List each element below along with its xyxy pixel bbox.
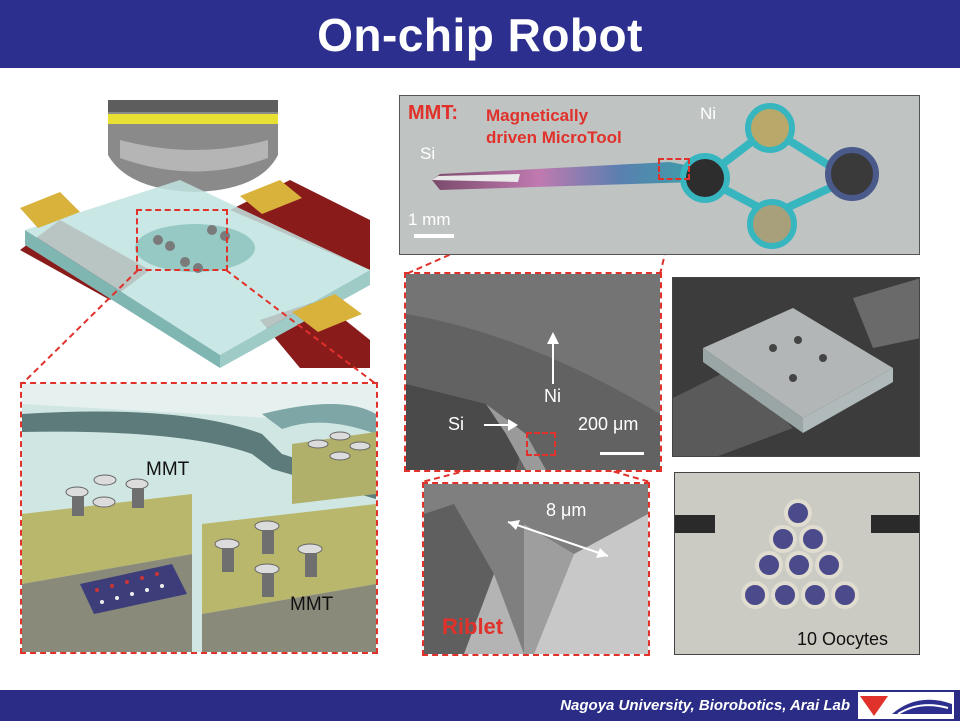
sem-scale-label: 200 μm xyxy=(578,414,639,434)
chip-zoom-illustration: MMT MMT xyxy=(22,384,376,652)
chip-device-photo xyxy=(672,277,920,457)
oocyte-caption: 10 Oocytes xyxy=(797,629,889,649)
riblet-image: 8 μm Riblet xyxy=(424,484,648,654)
sem-image: Ni Si 200 μm xyxy=(406,274,660,470)
riblet-label: Riblet xyxy=(442,614,504,639)
lab-logo xyxy=(858,692,954,719)
mmt-heading-line2: driven MicroTool xyxy=(486,128,622,147)
riblet-scale-label: 8 μm xyxy=(546,500,587,520)
sem-frame xyxy=(404,272,662,472)
footer-bar xyxy=(0,690,960,721)
sem-si-label: Si xyxy=(448,414,465,434)
chip-zoom-marker xyxy=(136,209,228,271)
mmt-scale-label: 1 mm xyxy=(408,210,451,229)
mmt-heading-abbr: MMT: xyxy=(408,102,458,124)
chip-overview-illustration xyxy=(20,100,370,368)
riblet-marker xyxy=(526,432,556,456)
mmt-ni-label: Ni xyxy=(700,104,717,123)
oocyte-photo: 10 Oocytes xyxy=(674,472,920,655)
mmt-label-1: MMT xyxy=(146,459,190,480)
mmt-heading-line1: Magnetically xyxy=(486,106,589,125)
mmt-hub-marker xyxy=(658,158,690,180)
slide-title: On-chip Robot xyxy=(317,9,643,61)
sem-ni-label: Ni xyxy=(544,386,561,406)
chip-zoom-frame xyxy=(20,382,378,654)
mmt-label-2: MMT xyxy=(290,594,334,615)
mmt-si-label: Si xyxy=(420,144,436,163)
riblet-frame xyxy=(422,482,650,656)
footer-affiliation: Nagoya University, Biorobotics, Arai Lab xyxy=(560,697,850,714)
title-bar xyxy=(0,0,960,68)
